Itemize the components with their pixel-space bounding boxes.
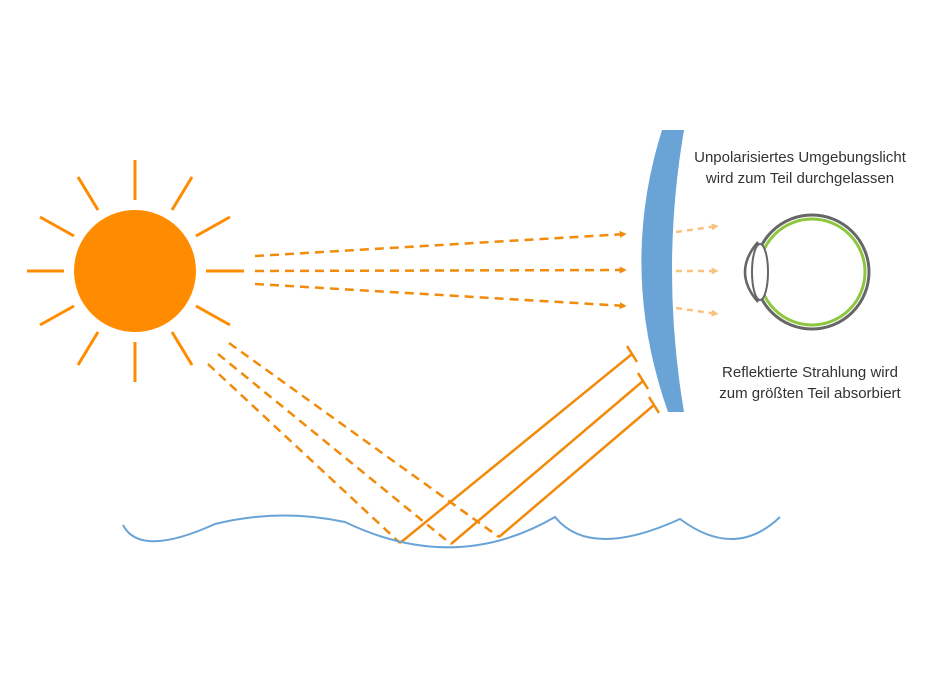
transmitted-ray-bottom	[675, 306, 719, 317]
water-surface	[122, 514, 781, 549]
reflected-ray-2	[450, 380, 644, 545]
transmitted-caption-line2: wird zum Teil durchgelassen	[705, 170, 895, 187]
incident-ray-2	[217, 353, 452, 545]
reflected-caption-line2: zum größten Teil absorbiert	[719, 385, 901, 402]
direct-ray-bottom	[254, 282, 627, 310]
eye-lens	[751, 243, 769, 301]
transmitted-caption-line1: Unpolarisiertes Umgebungslicht	[694, 149, 906, 166]
direct-rays	[254, 230, 627, 310]
direct-ray-middle	[254, 266, 627, 274]
reflected-ray-stop-2	[636, 372, 650, 390]
polarized-lens	[641, 130, 684, 412]
transmitted-rays	[675, 223, 719, 317]
sun-rays	[27, 160, 244, 382]
sun-icon	[27, 160, 244, 382]
reflected-caption-line1: Reflektierte Strahlung wird	[722, 364, 898, 381]
direct-ray-top	[254, 230, 627, 258]
eye-icon	[743, 213, 871, 331]
transmitted-ray-top	[675, 223, 719, 234]
reflected-ray-1	[399, 353, 633, 544]
reflected-ray-stop-3	[647, 396, 661, 414]
incident-rays	[207, 341, 500, 545]
incident-ray-1	[228, 341, 500, 539]
reflected-ray-3	[498, 404, 655, 538]
transmitted-light-caption: Unpolarisiertes Umgebungslicht wird zum …	[680, 147, 920, 189]
reflected-ray-stop-1	[625, 345, 639, 363]
incident-ray-3	[207, 363, 401, 544]
reflected-light-caption: Reflektierte Strahlung wird zum größten …	[690, 362, 930, 404]
sun-disc	[74, 210, 196, 332]
eyeball	[753, 213, 871, 331]
reflected-rays	[399, 345, 661, 545]
